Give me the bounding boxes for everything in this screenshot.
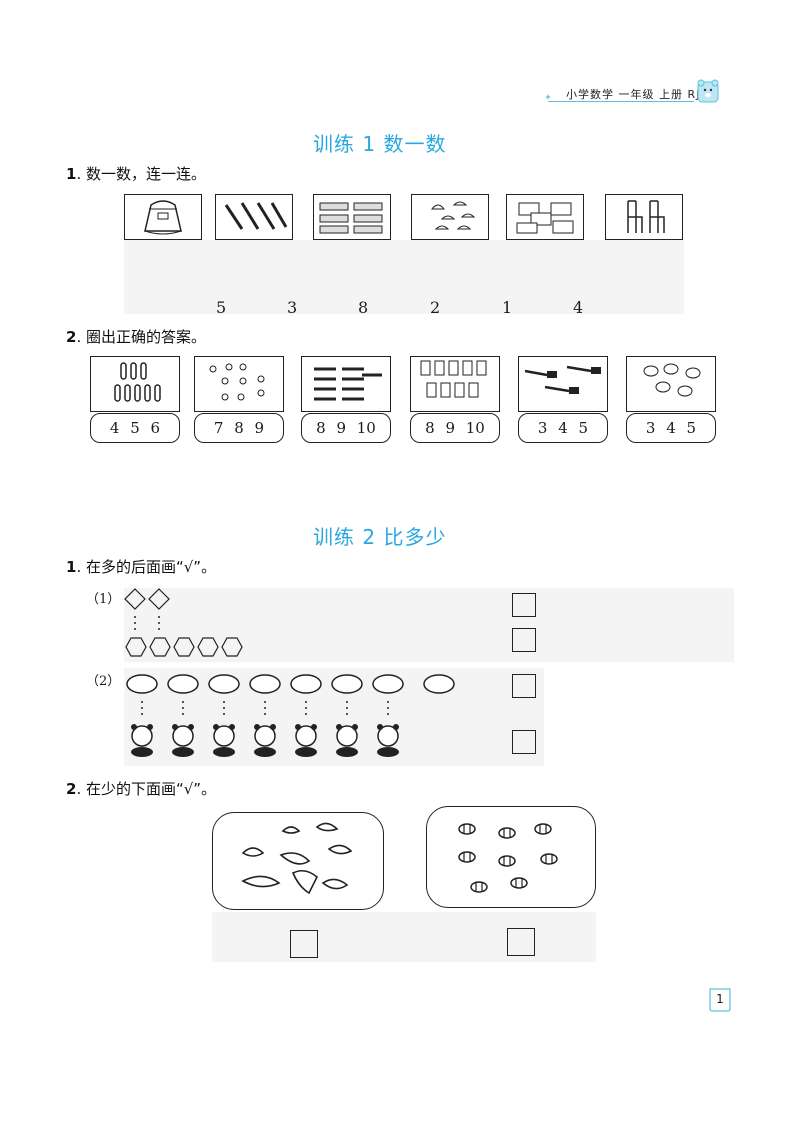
schoolbag-icon [124,194,202,240]
question-1-2: 2. 圈出正确的答案。 [66,328,206,346]
books-icon [506,194,584,240]
checkbox-birds[interactable] [290,930,318,958]
diamonds-hexagons-icon [124,588,243,657]
question-2-2: 2. 在少的下面画“√”。 [66,780,217,798]
elephants-pandas-icon [126,674,455,757]
answer-card: 3 4 5 [626,356,716,444]
cans-icon [410,356,500,412]
answer-options[interactable]: 3 4 5 [626,413,716,443]
checkbox[interactable] [512,593,536,617]
page-number-badge [709,988,731,1012]
page-number: 1 [716,992,724,1006]
count-number[interactable]: 5 [216,298,227,317]
answer-card: 8 9 10 [410,356,500,444]
compare-area-1 [124,588,734,662]
header-rule [548,101,694,102]
answer-area [212,912,596,962]
chairs-icon [605,194,683,240]
answer-card: 4 5 6 [90,356,180,444]
checkbox[interactable] [512,628,536,652]
count-number[interactable]: 3 [287,298,298,317]
crayons-icon [301,356,391,412]
answer-options[interactable]: 3 4 5 [518,413,608,443]
bees-group [426,806,596,908]
star-icon [545,94,551,100]
brushes-icon [518,356,608,412]
part-label-2: （2） [86,674,121,689]
paperclips-icon [90,356,180,412]
answer-options[interactable]: 8 9 10 [301,413,391,443]
running-header: 小学数学 一年级 上册 RJ [566,88,701,101]
count-number[interactable]: 1 [502,298,513,317]
count-number[interactable]: 4 [573,298,584,317]
question-2-1: 1. 在多的后面画“√”。 [66,558,217,576]
connect-area [124,240,684,314]
checkbox[interactable] [512,674,536,698]
count-number[interactable]: 8 [358,298,369,317]
answer-options[interactable]: 7 8 9 [194,413,284,443]
answer-card: 8 9 10 [301,356,391,444]
bear-mascot-icon [697,79,719,103]
staplers-icon [313,194,391,240]
section-title-1: 训练 1 数一数 [313,132,447,156]
answer-options[interactable]: 8 9 10 [410,413,500,443]
pencils-icon [215,194,293,240]
question-1-1: 1. 数一数，连一连。 [66,165,206,183]
bees-icon [458,823,558,893]
checkbox-bees[interactable] [507,928,535,956]
candies-icon [626,356,716,412]
checkbox[interactable] [512,730,536,754]
answer-card: 7 8 9 [194,356,284,444]
thumbtacks-icon [194,356,284,412]
birds-icon [241,822,353,895]
answer-card: 3 4 5 [518,356,608,444]
count-number[interactable]: 2 [430,298,441,317]
answer-options[interactable]: 4 5 6 [90,413,180,443]
part-label-1: （1） [86,592,121,607]
section-title-2: 训练 2 比多少 [313,525,447,549]
birds-group [212,812,384,910]
mushrooms-icon [411,194,489,240]
